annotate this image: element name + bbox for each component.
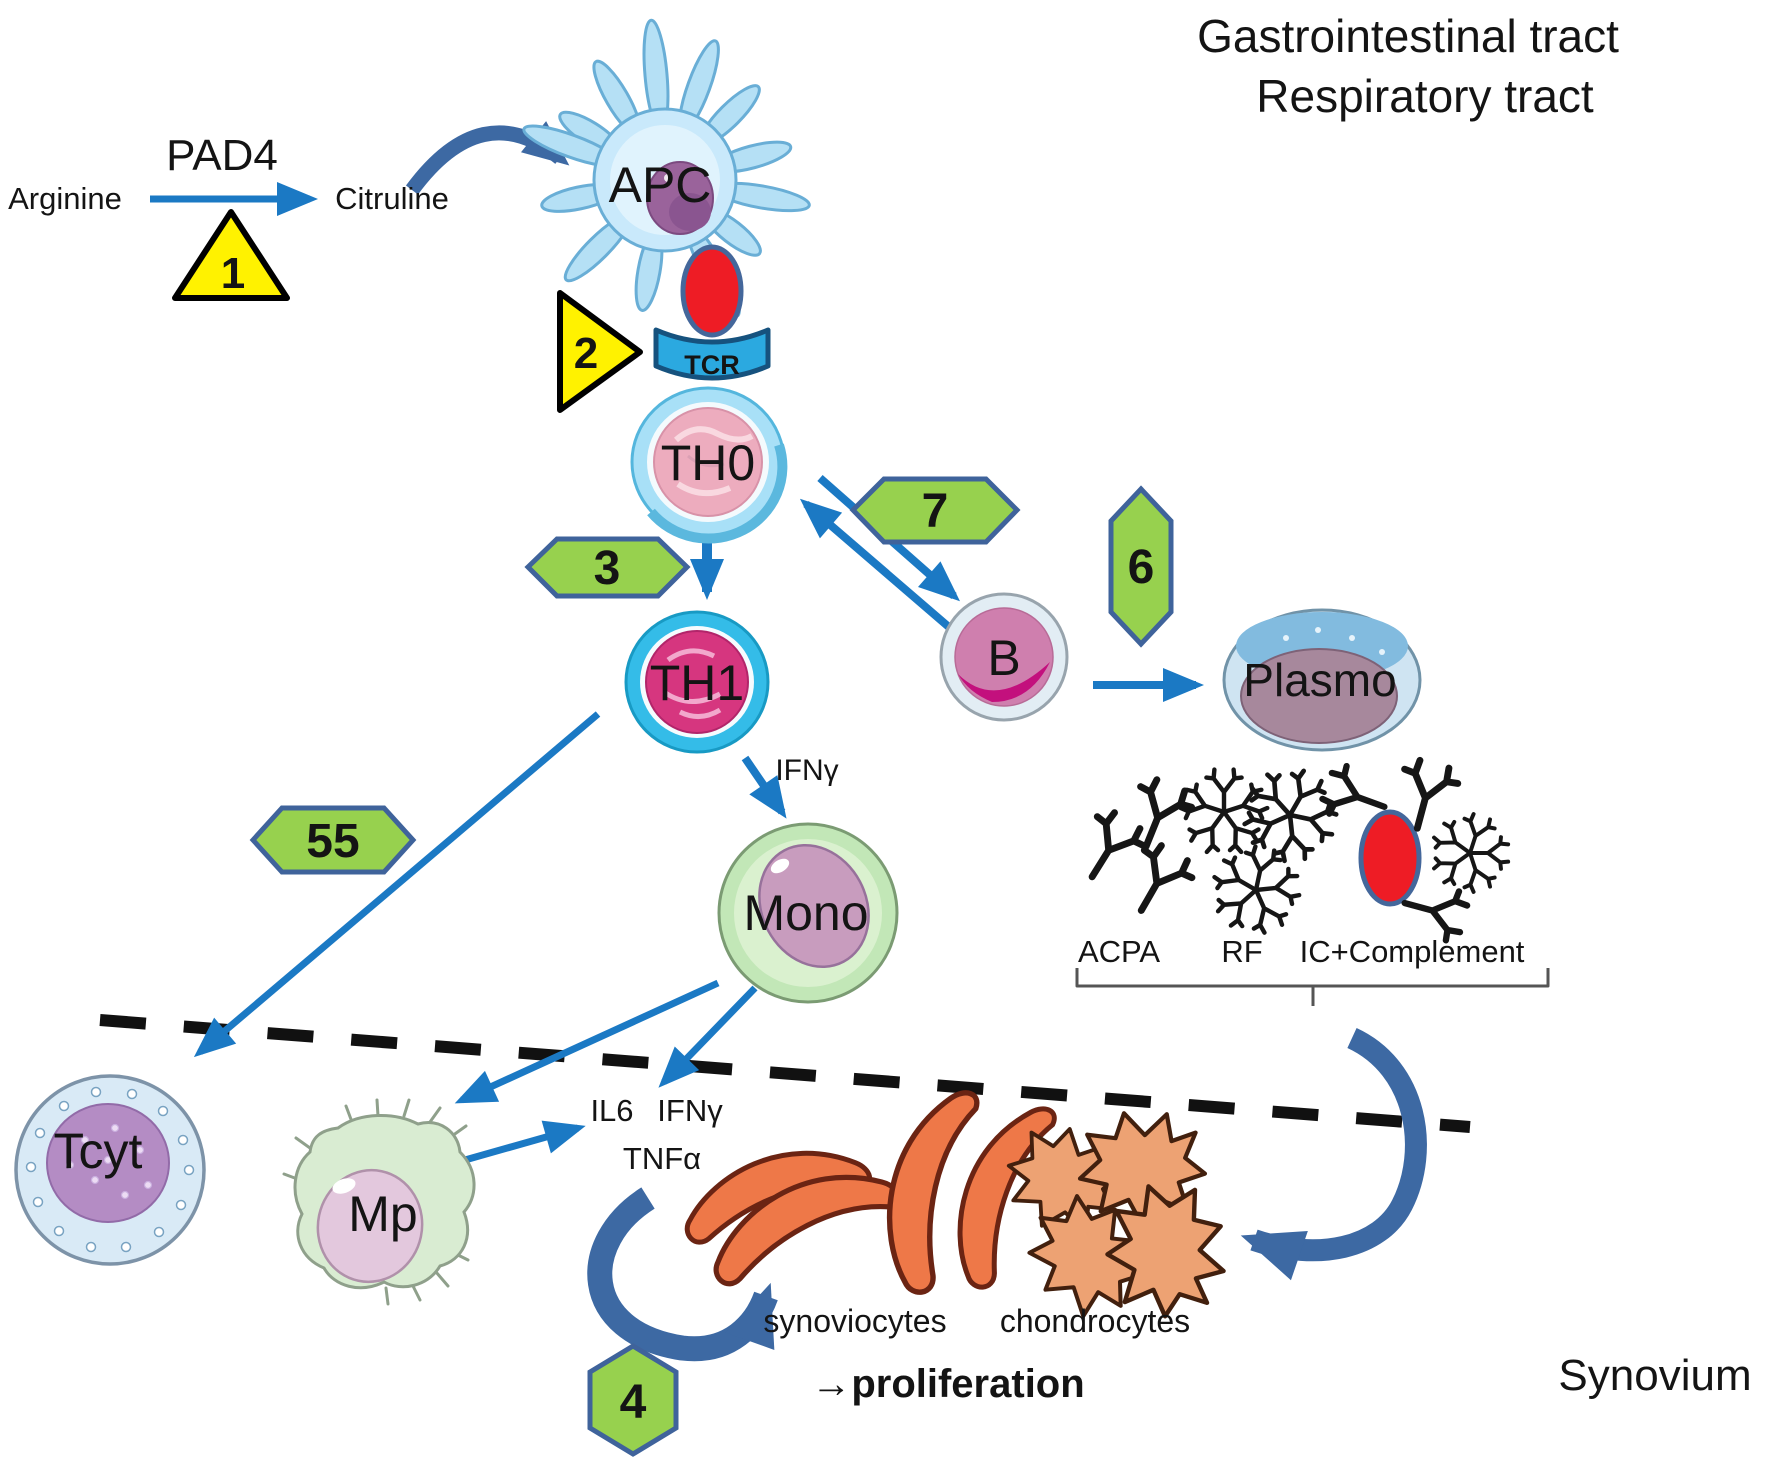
step-1-triangle: 1 — [172, 209, 290, 301]
arrow-b-to-th0 — [799, 498, 953, 632]
step-1-number: 1 — [221, 249, 245, 298]
ifng-synovium-label: IFNγ — [657, 1093, 723, 1128]
step-4-hexagon: 4 — [587, 1343, 679, 1457]
arrow-th1-to-tcyt — [193, 711, 601, 1058]
arrow-mono-to-mp — [454, 979, 720, 1104]
th0-label: TH0 — [661, 435, 755, 491]
th1-cell: TH1 — [624, 610, 770, 754]
tcyt-label: Tcyt — [54, 1123, 143, 1179]
pad4-label: PAD4 — [166, 131, 278, 180]
tissue-divider-dashed-line — [99, 1014, 1471, 1133]
tcyt-nucleus-dots — [65, 1123, 153, 1200]
th1-label: TH1 — [650, 655, 744, 711]
tcr-receptor: TCR — [653, 327, 771, 381]
apc-glint — [664, 174, 672, 182]
plasmo-label: Plasmo — [1243, 654, 1396, 706]
plasmo-speckles — [1283, 627, 1385, 655]
step-7-hexagon: 7 — [849, 476, 1021, 545]
tcr-shape — [653, 327, 771, 381]
tcyt-cell: Tcyt — [14, 1074, 206, 1266]
proliferation-label: →proliferation — [811, 1362, 1084, 1406]
chondrocytes-label: chondrocytes — [1000, 1303, 1190, 1339]
step-3-number: 3 — [594, 542, 621, 595]
plasmo-cell: Plasmo — [1222, 608, 1422, 752]
warning-triangle-icon — [172, 209, 290, 301]
b-cell: B — [939, 592, 1069, 722]
tnfa-label: TNFα — [623, 1141, 701, 1176]
arrow-mp-to-cytokines — [464, 1120, 586, 1164]
tcyt-granules — [25, 1086, 195, 1253]
apc-nucleus-shade — [669, 193, 711, 231]
chondrocytes-icon — [994, 1101, 1239, 1336]
arrow-antibodies-to-synovium — [1240, 1028, 1427, 1281]
mp-cell: Mp — [282, 1098, 476, 1306]
warning-triangle-icon — [557, 290, 643, 413]
ic-antigen-icon — [1358, 809, 1422, 907]
ifng-th1-label: IFNγ — [775, 754, 838, 787]
ic-complement-group — [1318, 757, 1520, 943]
pad4-reaction: Arginine PAD4 Citruline — [8, 131, 449, 216]
mono-cell: Mono — [717, 822, 899, 1004]
rf-immune-complexes — [1178, 752, 1354, 944]
step-4-number: 4 — [620, 1376, 647, 1429]
acpa-label: ACPA — [1078, 934, 1160, 969]
th0-cell: TH0 — [630, 386, 788, 544]
step-6-hexagon: 6 — [1108, 485, 1174, 648]
step-3-hexagon: 3 — [524, 536, 691, 599]
apc-cell: APC — [522, 18, 811, 318]
mp-nucleus — [316, 1168, 424, 1284]
step-2-number: 2 — [574, 329, 598, 378]
step-5-hexagon: 55 — [249, 805, 417, 875]
arrow-mono-to-cytokines — [658, 985, 758, 1088]
step-6-number: 6 — [1128, 541, 1155, 594]
signal-arrows — [150, 182, 1204, 1164]
synoviocytes-label: synoviocytes — [763, 1303, 946, 1339]
apc-label: APC — [609, 157, 712, 213]
site-title-line1: Gastrointestinal tract — [1197, 10, 1619, 62]
arrow-cytokines-to-synoviocytes — [587, 1187, 778, 1362]
citruline-label: Citruline — [335, 181, 449, 216]
il6-label: IL6 — [590, 1093, 633, 1128]
step-2-triangle: 2 — [557, 290, 643, 413]
tcr-label: TCR — [684, 350, 740, 380]
acpa-antibodies — [1069, 775, 1198, 924]
mp-hairs — [282, 1098, 470, 1306]
mono-label: Mono — [743, 885, 868, 941]
antibody-bracket — [1075, 968, 1550, 1006]
step-5-number: 55 — [306, 815, 359, 868]
mp-label: Mp — [348, 1186, 417, 1242]
site-title-line2: Respiratory tract — [1256, 70, 1594, 122]
ic-complement-label: IC+Complement — [1300, 934, 1525, 969]
b-cell-label: B — [987, 630, 1020, 686]
synovium-label: Synovium — [1558, 1351, 1751, 1400]
step-7-number: 7 — [922, 485, 949, 538]
arrow-th1-to-mono — [741, 755, 787, 819]
arginine-label: Arginine — [8, 181, 122, 216]
rf-label: RF — [1221, 934, 1262, 969]
citrullinated-antigen-icon — [680, 244, 744, 338]
